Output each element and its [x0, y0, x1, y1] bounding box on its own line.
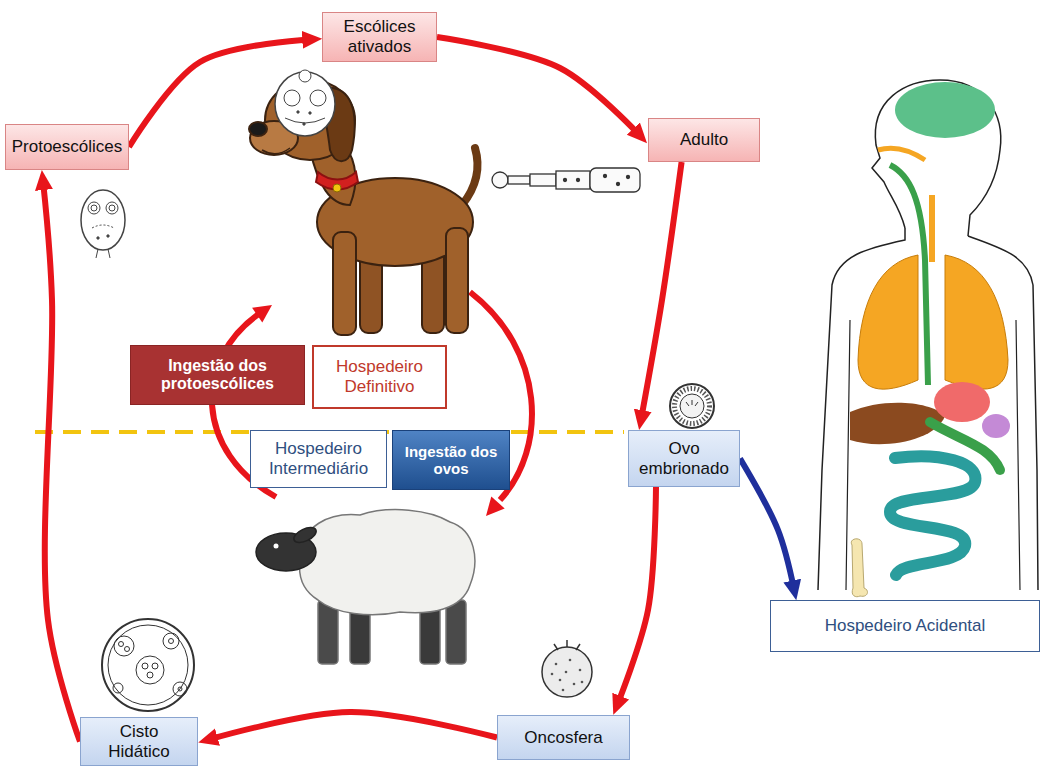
node-text: Escólices ativados	[329, 17, 430, 56]
stage-label: Protoescólices	[5, 124, 129, 170]
host-label: Hospedeiro Acidental	[770, 600, 1040, 652]
node-text: Hospedeiro Acidental	[825, 616, 986, 636]
host-label: Hospedeiro Definitivo	[312, 345, 447, 409]
hydatid-cyst-figure	[102, 619, 194, 711]
stage-label: Cisto Hidático	[80, 717, 198, 766]
scolex-figure	[275, 70, 335, 136]
sheep-figure	[256, 510, 475, 664]
human-figure	[818, 80, 1038, 597]
oncosphere-figure	[542, 640, 592, 697]
node-text: Oncosfera	[524, 728, 602, 748]
cycle-arrow	[641, 162, 681, 418]
node-text: Protoescólices	[12, 137, 123, 157]
stage-label: Ovo embrionado	[628, 430, 740, 487]
node-text: Ingestão dos protoescólices	[137, 357, 298, 394]
egg-figure	[670, 384, 714, 428]
cycle-arrow	[129, 39, 310, 147]
transmission-box: Ingestão dos protoescólices	[130, 345, 305, 405]
stage-label: Adulto	[648, 118, 760, 162]
node-text: Cisto Hidático	[87, 722, 191, 761]
host-label: Hospedeiro Intermediário	[250, 430, 387, 488]
adult-worm-figure	[492, 168, 640, 192]
node-text: Ovo embrionado	[635, 439, 733, 478]
stage-label: Oncosfera	[497, 715, 630, 760]
cycle-arrow	[43, 182, 80, 742]
cycle-arrow	[210, 712, 497, 739]
stage-label: Escólices ativados	[322, 12, 437, 62]
cycle-arrow	[740, 459, 794, 589]
protoscolex-figure	[81, 190, 125, 258]
node-text: Ingestão dos ovos	[399, 443, 503, 478]
node-text: Hospedeiro Definitivo	[320, 357, 439, 396]
node-text: Adulto	[680, 130, 728, 150]
cycle-arrow	[437, 37, 639, 134]
node-text: Hospedeiro Intermediário	[257, 439, 380, 478]
transmission-box: Ingestão dos ovos	[392, 430, 510, 490]
cycle-arrow	[618, 487, 656, 704]
